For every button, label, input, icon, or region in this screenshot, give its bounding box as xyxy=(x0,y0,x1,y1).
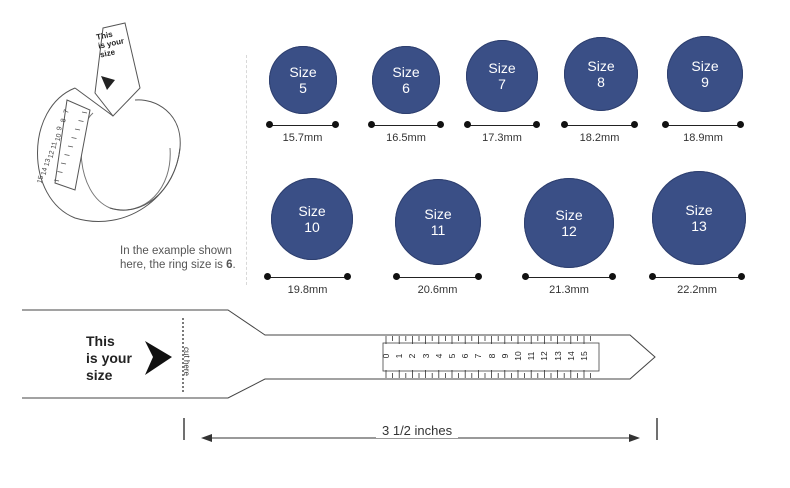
strip-scale-number: 14 xyxy=(565,351,576,361)
size-number: 8 xyxy=(597,74,605,90)
size-number: 13 xyxy=(691,218,707,234)
strip-scale-number: 5 xyxy=(447,353,457,359)
size-word: Size xyxy=(488,60,516,76)
wrap-scale-number: 11 xyxy=(50,141,59,150)
diameter-line-11 xyxy=(393,273,482,281)
example-caption: In the example shown here, the ring size… xyxy=(120,244,240,272)
diameter-line-9 xyxy=(662,121,744,129)
diameter-line-5 xyxy=(266,121,339,129)
strip-scale-number: 7 xyxy=(473,353,484,359)
wrap-scale-number: 8 xyxy=(59,117,68,123)
wrap-scale-number: 12 xyxy=(47,149,56,159)
strip-scale-number: 10 xyxy=(513,351,523,361)
strip-scale-number: 9 xyxy=(499,353,510,359)
diameter-line-6 xyxy=(368,121,444,129)
diameter-label-6: 16.5mm xyxy=(386,132,426,144)
diameter-label-8: 18.2mm xyxy=(579,132,620,144)
strip-scale-number: 8 xyxy=(486,353,497,359)
strip-label-line2: is your xyxy=(86,350,132,366)
size-word: Size xyxy=(424,206,452,222)
strip-scale-number: 15 xyxy=(579,351,589,361)
strip-label-line1: This xyxy=(86,333,115,349)
wrap-tick xyxy=(78,120,84,122)
wrap-tab-text: This is your size xyxy=(95,28,126,60)
strip-label-line3: size xyxy=(86,367,113,383)
example-text: In the example shown here, the ring size… xyxy=(120,245,232,271)
diameter-label-9: 18.9mm xyxy=(683,132,723,144)
wrap-tick xyxy=(67,145,74,148)
strip-scale-number: 6 xyxy=(460,353,471,359)
wrap-tick xyxy=(60,162,67,165)
wrap-tick xyxy=(81,111,88,114)
diameter-line-10 xyxy=(264,273,351,281)
size-word: Size xyxy=(392,64,420,80)
cut-here-label: cut here xyxy=(181,347,191,376)
size-number: 6 xyxy=(402,80,410,96)
wrap-tick xyxy=(64,154,70,156)
strip-scale-number: 1 xyxy=(394,353,405,359)
length-label: 3 1/2 inches xyxy=(376,423,459,438)
strip-scale-number: 0 xyxy=(381,353,391,359)
example-end: . xyxy=(232,259,236,271)
diameter-line-7 xyxy=(464,121,540,129)
strip-scale-number: 13 xyxy=(552,351,563,361)
ring-wrap-sketch xyxy=(37,22,181,222)
diameter-label-11: 20.6mm xyxy=(417,284,458,296)
size-word: Size xyxy=(289,64,317,80)
strip-scale-number: 2 xyxy=(407,353,418,359)
size-number: 5 xyxy=(299,80,307,96)
size-number: 7 xyxy=(498,76,506,92)
diameter-label-5: 15.7mm xyxy=(282,132,323,144)
wrap-scale-number: 10 xyxy=(54,132,63,142)
strip-scale-number: 11 xyxy=(526,351,537,361)
diameter-line-8 xyxy=(561,121,638,129)
diameter-label-10: 19.8mm xyxy=(287,284,328,296)
size-number: 11 xyxy=(430,222,446,238)
wrap-tick xyxy=(53,179,60,182)
size-word: Size xyxy=(298,203,326,219)
diameter-label-12: 21.3mm xyxy=(549,284,589,296)
strip-scale-number: 3 xyxy=(420,353,431,359)
sizer-strip xyxy=(22,309,658,442)
diameter-label-13: 22.2mm xyxy=(677,284,717,296)
size-word: Size xyxy=(587,58,615,74)
diameter-line-12 xyxy=(522,273,616,281)
diameter-line-13 xyxy=(649,273,745,281)
strip-scale-number: 4 xyxy=(433,353,444,359)
wrap-scale-number: 14 xyxy=(40,166,49,176)
strip-label: This is your size xyxy=(86,333,132,384)
strip-scale-number: 12 xyxy=(539,351,550,361)
diameter-label-7: 17.3mm xyxy=(482,132,522,144)
example-size: 6 xyxy=(226,259,233,271)
size-number: 12 xyxy=(561,223,577,239)
wrap-tick xyxy=(57,171,63,173)
wrap-tick xyxy=(74,128,81,131)
size-word: Size xyxy=(691,58,719,74)
guide-dashed-line xyxy=(246,55,247,285)
size-word: Size xyxy=(685,202,713,218)
size-number: 9 xyxy=(701,74,709,90)
wrap-tick xyxy=(71,137,77,139)
size-word: Size xyxy=(555,207,583,223)
size-number: 10 xyxy=(304,219,320,235)
